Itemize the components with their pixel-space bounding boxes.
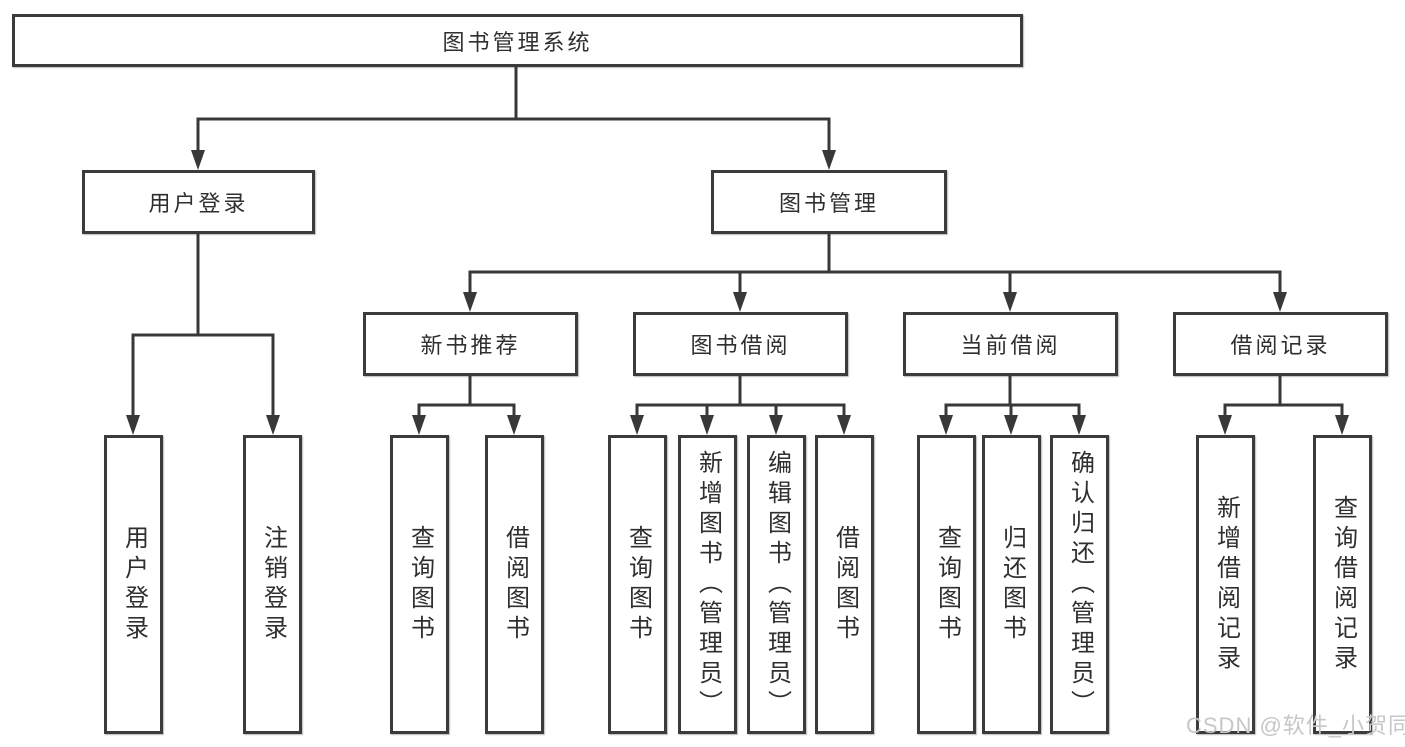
node-user-login: 用户登录 — [82, 170, 315, 234]
leaf-current-return: 归还图书 — [982, 435, 1041, 734]
leaf-records-add: 新增借阅记录 — [1196, 435, 1255, 734]
watermark: CSDN @软件_小贺同学 — [1186, 713, 1405, 738]
leaf-borrow-borrow: 借阅图书 — [815, 435, 874, 734]
leaf-borrow-add-admin: 新增图书（管理员） — [678, 435, 737, 734]
node-book-borrow: 图书借阅 — [633, 312, 848, 376]
node-book-management: 图书管理 — [711, 170, 947, 234]
leaf-records-query: 查询借阅记录 — [1313, 435, 1372, 734]
leaf-borrow-query: 查询图书 — [608, 435, 667, 734]
leaf-current-confirm-admin: 确认归还（管理员） — [1050, 435, 1109, 734]
leaf-user-login: 用户登录 — [104, 435, 163, 734]
leaf-current-query: 查询图书 — [917, 435, 976, 734]
leaf-borrow-edit-admin: 编辑图书（管理员） — [747, 435, 806, 734]
node-current-borrow: 当前借阅 — [903, 312, 1118, 376]
node-borrow-records: 借阅记录 — [1173, 312, 1388, 376]
leaf-newbooks-query: 查询图书 — [390, 435, 449, 734]
leaf-logout: 注销登录 — [243, 435, 302, 734]
node-new-book-recommend: 新书推荐 — [363, 312, 578, 376]
leaf-newbooks-borrow: 借阅图书 — [485, 435, 544, 734]
node-root: 图书管理系统 — [12, 14, 1023, 67]
